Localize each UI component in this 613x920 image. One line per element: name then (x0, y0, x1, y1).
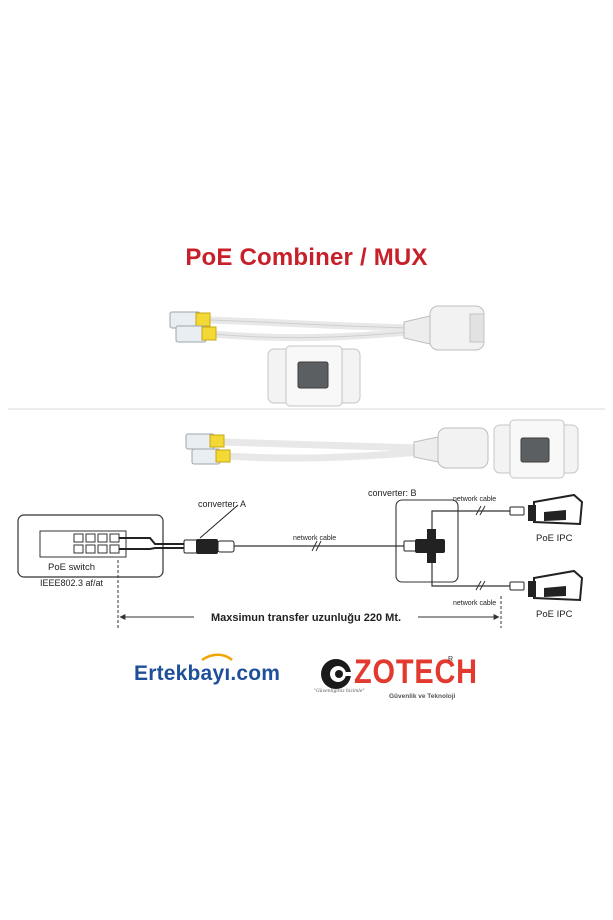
converter-b-label: converter: B (368, 488, 417, 498)
converter-a (183, 539, 235, 554)
converter-a-pointer (199, 504, 239, 539)
page-title: PoE Combiner / MUX (185, 244, 428, 271)
network-cable-bottom (431, 563, 510, 587)
splitter-cable-bottom (185, 427, 489, 469)
camera-bottom-label: PoE IPC (536, 609, 573, 620)
zotech-mark-icon (321, 659, 353, 689)
poe-switch-label: PoE switch (48, 562, 95, 573)
ertekbayi-swoosh-icon (201, 653, 233, 662)
camera-top-label: PoE IPC (536, 533, 573, 544)
converter-a-label: converter: A (198, 499, 246, 509)
network-cable-top (431, 510, 510, 529)
converter-b-frame (395, 499, 459, 583)
splitter-cable-top (169, 305, 485, 351)
converter-b (403, 529, 445, 563)
coupler-block-top (267, 345, 361, 407)
camera-bottom-icon (528, 569, 584, 602)
standard-label: IEEE802.3 af/at (40, 578, 104, 588)
zotech-tagline: Güvenlik ve Teknoloji (389, 693, 456, 700)
zotech-motto: "Güvenliğiniz bizimle" (314, 689, 365, 694)
network-cable-top-label: network cable (453, 496, 496, 503)
network-cable-bottom-label: network cable (453, 600, 496, 607)
distance-label: Maxsimun transfer uzunluğu 220 Mt. (211, 612, 401, 624)
poe-switch (17, 514, 164, 578)
coupler-block-bottom (493, 419, 579, 479)
camera-top-icon (528, 493, 584, 526)
network-cable-main-label: network cable (293, 535, 336, 542)
zotech-logo: ZOTECH (354, 653, 478, 691)
ertekbayi-logo: Ertekbayı.com (134, 662, 281, 685)
zotech-registered-mark: R (448, 656, 454, 663)
